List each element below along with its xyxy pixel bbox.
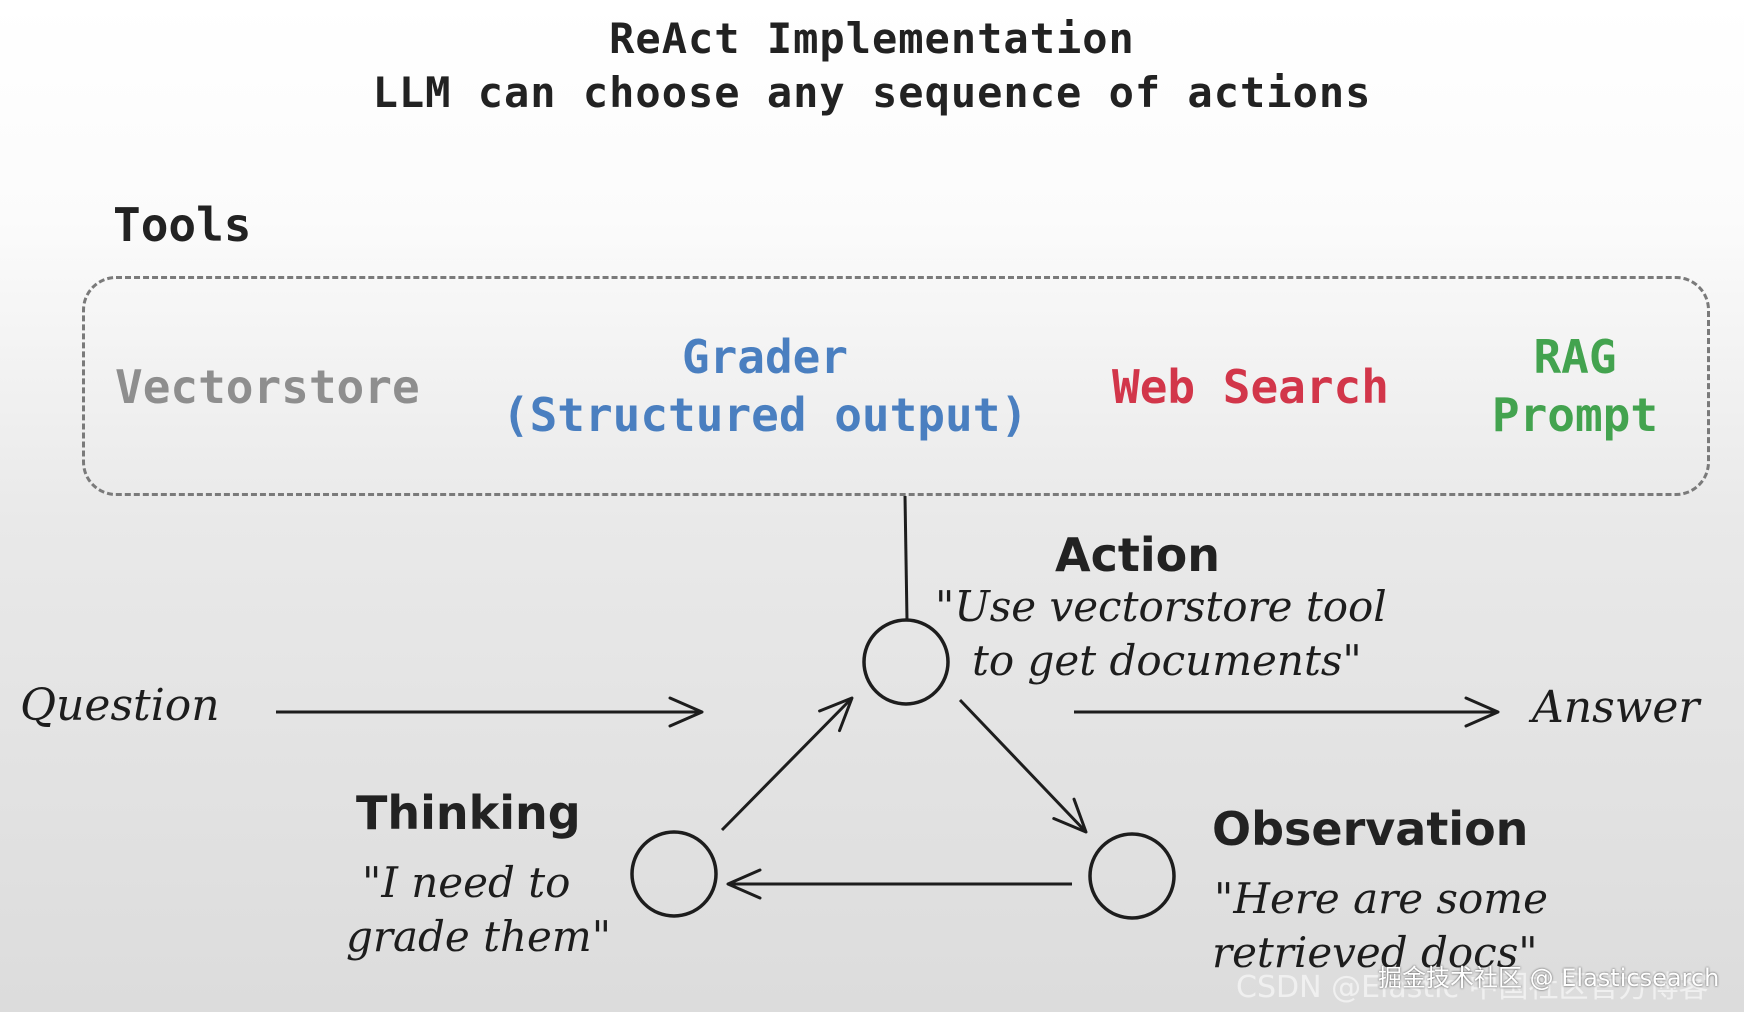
thinking-title: Thinking <box>356 786 581 840</box>
tool-web-search-label: Web Search <box>1112 360 1389 414</box>
observation-title: Observation <box>1212 802 1529 856</box>
tool-grader-sublabel: (Structured output) <box>501 388 1029 442</box>
thinking-to-action-arrow <box>720 696 854 832</box>
action-node <box>862 618 950 706</box>
diagram-subtitle: LLM can choose any sequence of actions <box>372 68 1372 117</box>
thinking-quote-line2: grade them" <box>346 912 612 961</box>
observation-node <box>1088 832 1176 920</box>
tool-rag-prompt: RAG Prompt <box>1480 328 1670 444</box>
tool-grader-label: Grader <box>681 330 849 384</box>
observation-quote-line1: "Here are some <box>1214 874 1548 923</box>
action-to-observation-arrow <box>958 698 1088 834</box>
diagram-title: ReAct Implementation <box>609 14 1135 63</box>
watermark-juejin: 掘金技术社区 @ Elasticsearch <box>1378 964 1720 992</box>
tools-label: Tools <box>113 198 252 252</box>
watermark-csdn: CSDN @Elastic 中国社区官方博客 <box>1236 970 1709 1005</box>
thinking-node <box>630 830 718 918</box>
tool-web-search: Web Search <box>1112 358 1389 416</box>
tools-container <box>82 276 1710 496</box>
observation-quote-line2: retrieved docs" <box>1212 928 1538 977</box>
thinking-quote-line1: "I need to <box>362 858 571 907</box>
tool-grader: Grader (Structured output) <box>480 328 1050 444</box>
action-quote-line2: to get documents" <box>972 636 1362 685</box>
tools-connector-line <box>903 495 909 621</box>
tool-vectorstore: Vectorstore <box>115 358 420 416</box>
tool-rag-sublabel: Prompt <box>1491 388 1659 442</box>
answer-label: Answer <box>1532 682 1700 733</box>
action-quote-line1: "Use vectorstore tool <box>935 582 1387 631</box>
tool-vectorstore-label: Vectorstore <box>115 360 420 414</box>
tool-rag-label: RAG <box>1533 330 1617 384</box>
question-label: Question <box>20 680 220 731</box>
action-title: Action <box>1055 528 1220 582</box>
